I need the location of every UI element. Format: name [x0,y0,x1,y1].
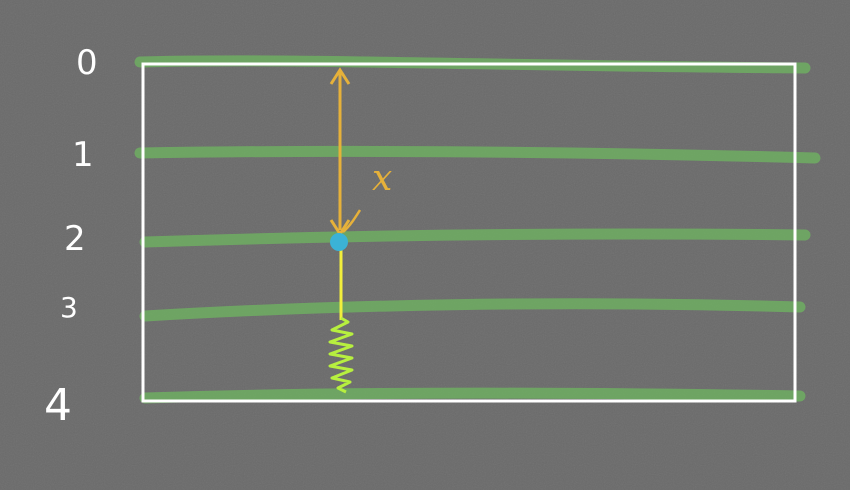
level-label-0: 0 [76,43,98,83]
level-lines [134,55,821,404]
x-variable-label: x [372,158,392,199]
frame-rectangle [141,62,797,403]
arrow-curl [342,209,362,233]
level-line-4 [139,387,806,404]
arrow-head-up [329,67,351,85]
level-line-2 [139,228,811,248]
spring-coil [328,316,354,394]
level-label-1: 1 [72,135,94,175]
level-label-4: 4 [44,380,72,431]
level-line-1 [134,145,821,164]
level-line-3 [139,298,806,322]
particle-dot [330,233,348,251]
level-label-3: 3 [60,291,78,324]
level-label-2: 2 [64,219,86,259]
